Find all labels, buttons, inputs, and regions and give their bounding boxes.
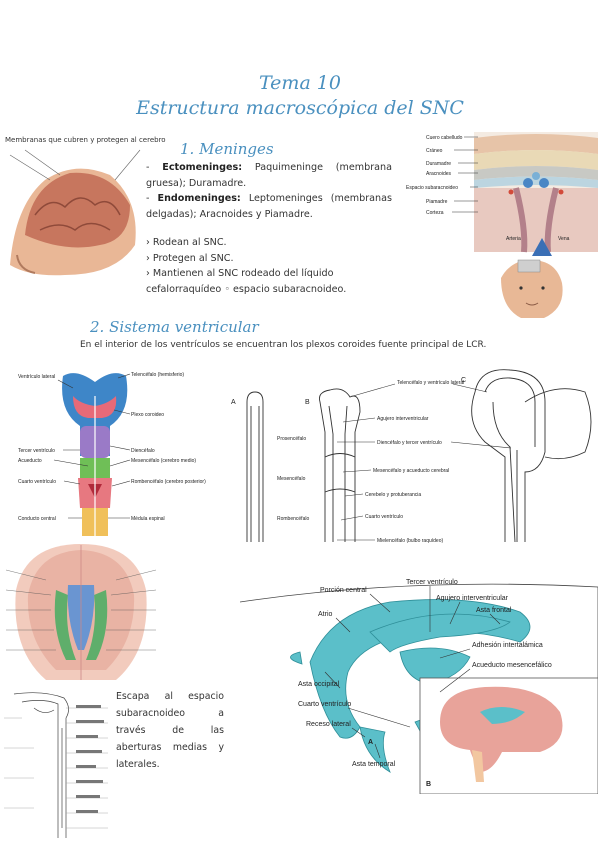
fig2-letter-c: C (461, 377, 466, 384)
ventricular-heading: 2. Sistema ventricular (90, 318, 259, 336)
fig1-label-mesencefalo: Mesencéfalo (cerebro medio) (131, 458, 196, 464)
meninges-heading: 1. Meninges (180, 140, 274, 158)
fig3-label-porcion-central: Porción central (320, 587, 367, 594)
fig2-label-agujero: Agujero interventricular (377, 416, 429, 422)
fig3-label-acueducto: Acueducto mesencefálico (472, 662, 552, 669)
csf-circulation-figure (4, 692, 108, 838)
ectomeninges-item: - Ectomeninges: Paquimeninge (membrana g… (146, 162, 392, 189)
fig2-label-cerebelo: Cerebelo y protuberancia (365, 492, 421, 498)
escape-text: Escapa al espacio subaracnoideo a través… (116, 691, 224, 770)
fig2-label-cuarto-ventriculo: Cuarto ventrículo (365, 514, 403, 520)
bullet-2: › Protegen al SNC. (146, 252, 234, 264)
fig3-label-agujero: Agujero interventricular (436, 595, 509, 602)
embryo-ventricles-figure: Ventrículo lateral Tercer ventrículo Acu… (18, 372, 206, 536)
page-subtitle: Estructura macroscópica del SNC (136, 97, 464, 119)
ecto-label: Ectomeninges: (162, 162, 243, 173)
fig3-label-atrio: Atrio (318, 611, 333, 618)
fig2-label-telencefalo: Telencéfalo y ventrículo lateral (397, 380, 464, 386)
meninges-text: - Ectomeninges: Paquimeninge (membrana g… (146, 160, 392, 297)
brain-coronal-figure (6, 544, 156, 680)
label-duramadre: Duramadre (426, 161, 451, 167)
ecto-text: Paquimeninge (membrana gruesa); Duramadr… (146, 162, 392, 189)
label-aracnoides: Aracnoides (426, 171, 452, 177)
label-cuero-cabelludo: Cuero cabelludo (426, 135, 463, 141)
fig3-label-adhesion: Adhesión intertalámica (472, 642, 543, 649)
fig3-label-asta-occipital: Asta occipital (298, 681, 340, 688)
fig1-label-conducto-central: Conducto central (18, 516, 56, 522)
fig1-label-ventriculo-lateral: Ventrículo lateral (18, 374, 55, 380)
fig2-label-mesencefalo: Mesencéfalo (277, 476, 306, 482)
fig1-label-diencefalo: Diencéfalo (131, 448, 155, 454)
meninges-layers-figure: Cuero cabelludo Cráneo Duramadre Aracnoi… (406, 132, 598, 318)
ventricular-intro: En el interior de los ventrículos se enc… (80, 340, 487, 350)
fig1-label-tercer-ventriculo: Tercer ventrículo (18, 448, 55, 454)
fig2-label-diencefalo: Diencéfalo y tercer ventrículo (377, 440, 442, 446)
label-piamadre: Piamadre (426, 199, 448, 205)
label-espacio-subaracnoideo: Espacio subaracnoideo (406, 185, 458, 191)
fig2-letter-a: A (231, 399, 236, 406)
fig2-label-prosencefalo: Prosencéfalo (277, 436, 306, 442)
fig3-letter-a: A (368, 739, 373, 746)
label-vena: Vena (558, 236, 570, 242)
fig2-letter-b: B (305, 399, 310, 406)
label-arteria: Arteria (506, 236, 521, 242)
brain-image-caption: Membranas que cubren y protegen al cereb… (5, 136, 166, 144)
fig2-label-rombencefalo: Rombencéfalo (277, 516, 309, 522)
page-title: Tema 10 (258, 72, 341, 94)
fig3-label-cuarto-ventriculo: Cuarto ventrículo (298, 701, 351, 708)
fig1-label-acueducto: Acueducto (18, 458, 42, 464)
endomeninges-item: - Endomeninges: Leptomeninges (membranas… (146, 193, 392, 220)
bullet-3: › Mantienen al SNC rodeado del líquido c… (146, 268, 347, 295)
meninges-layer-labels: Cuero cabelludo Cráneo Duramadre Aracnoi… (406, 135, 570, 242)
fig3-label-tercer-ventriculo: Tercer ventrículo (406, 579, 458, 586)
fig1-label-medula-espinal: Médula espinal (131, 516, 165, 522)
bullet-1: › Rodean al SNC. (146, 237, 227, 248)
fig3-letter-b: B (426, 781, 431, 788)
endo-text: Leptomeninges (membranas delgadas); Arac… (146, 193, 392, 220)
fig3-label-asta-frontal: Asta frontal (476, 607, 512, 614)
fig3-label-asta-temporal: Asta temporal (352, 761, 396, 768)
ventricular-cast-figure: Porción central Tercer ventrículo Agujer… (240, 579, 598, 794)
fig2-label-mielencefalo: Mielencéfalo (bulbo raquídeo) (377, 538, 443, 544)
label-corteza: Corteza (426, 210, 444, 216)
fig1-label-cuarto-ventriculo: Cuarto ventrículo (18, 479, 56, 485)
fig2-label-mesencefalo-acueducto: Mesencéfalo y acueducto cerebral (373, 468, 449, 474)
brain-meninges-illustration (9, 149, 141, 276)
fig1-label-rombencefalo: Rombencéfalo (cerebro posterior) (131, 479, 206, 485)
fig1-label-plexo-coroideo: Plexo coroideo (131, 412, 164, 418)
embryo-stages-figure: A B C Prosencéfalo Mesencéfalo Rombencéf… (231, 369, 592, 544)
fig1-label-telencefalo: Telencéfalo (hemisferio) (131, 372, 184, 378)
label-craneo: Cráneo (426, 148, 443, 154)
fig3-label-receso-lateral: Receso lateral (306, 721, 351, 728)
endo-label: Endomeninges: (157, 193, 241, 204)
